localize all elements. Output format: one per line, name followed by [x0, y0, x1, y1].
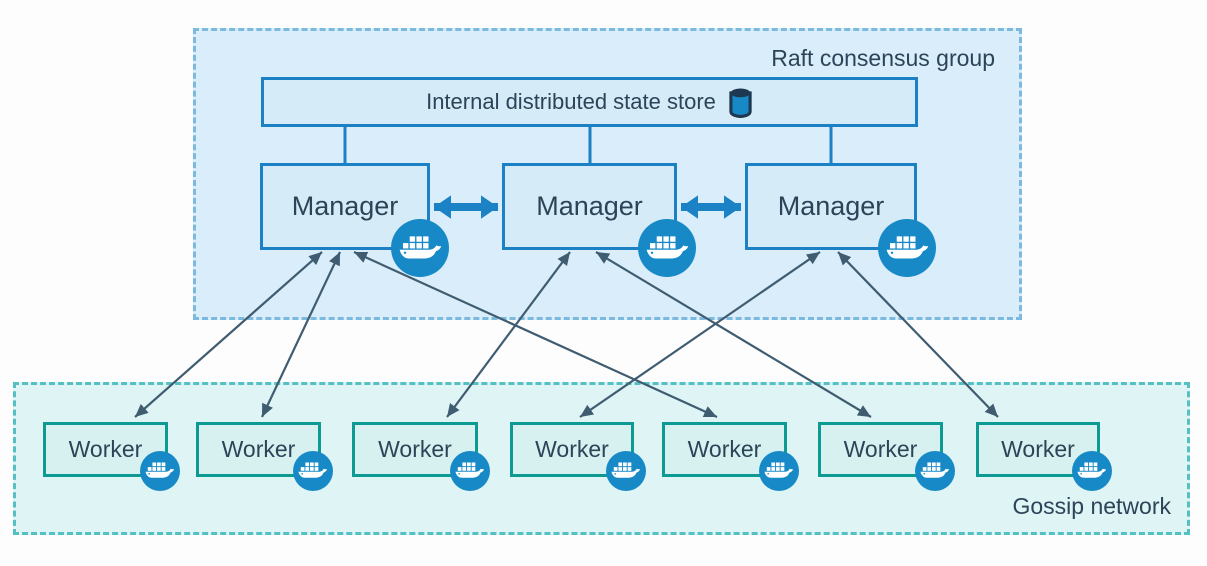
- worker-4-label: Worker: [535, 436, 609, 462]
- worker-1-label: Worker: [68, 436, 143, 462]
- worker-5: Worker: [662, 422, 799, 491]
- docker-whale-icon: [606, 451, 646, 491]
- docker-whale-icon: [450, 451, 490, 491]
- gossip-group-label: Gossip network: [1012, 493, 1171, 519]
- manager-1-label: Manager: [291, 191, 399, 221]
- worker-7-label: Worker: [1001, 436, 1075, 462]
- manager-2: Manager: [502, 163, 696, 277]
- state-store-label: Internal distributed state store: [426, 89, 716, 114]
- manager-3: Manager: [745, 163, 936, 277]
- raft-group-label: Raft consensus group: [771, 45, 995, 71]
- worker-2: Worker: [196, 422, 333, 491]
- internal-state-store: Internal distributed state store: [261, 77, 918, 127]
- worker-2-label: Worker: [221, 436, 296, 462]
- worker-6: Worker: [818, 422, 955, 491]
- worker-4: Worker: [510, 422, 646, 491]
- docker-whale-icon: [878, 219, 936, 277]
- worker-5-label: Worker: [687, 436, 762, 462]
- docker-whale-icon: [915, 451, 955, 491]
- docker-whale-icon: [140, 451, 180, 491]
- worker-1: Worker: [43, 422, 180, 491]
- docker-whale-icon: [638, 219, 696, 277]
- manager-1: Manager: [260, 163, 449, 277]
- manager-2-label: Manager: [536, 191, 643, 221]
- docker-whale-icon: [759, 451, 799, 491]
- docker-whale-icon: [1072, 451, 1112, 491]
- database-cylinder-icon: [729, 87, 752, 118]
- worker-7: Worker: [976, 422, 1112, 491]
- manager-3-label: Manager: [777, 191, 885, 221]
- worker-6-label: Worker: [843, 436, 918, 462]
- docker-whale-icon: [391, 219, 449, 277]
- docker-whale-icon: [293, 451, 333, 491]
- worker-3: Worker: [352, 422, 490, 491]
- worker-3-label: Worker: [378, 436, 452, 462]
